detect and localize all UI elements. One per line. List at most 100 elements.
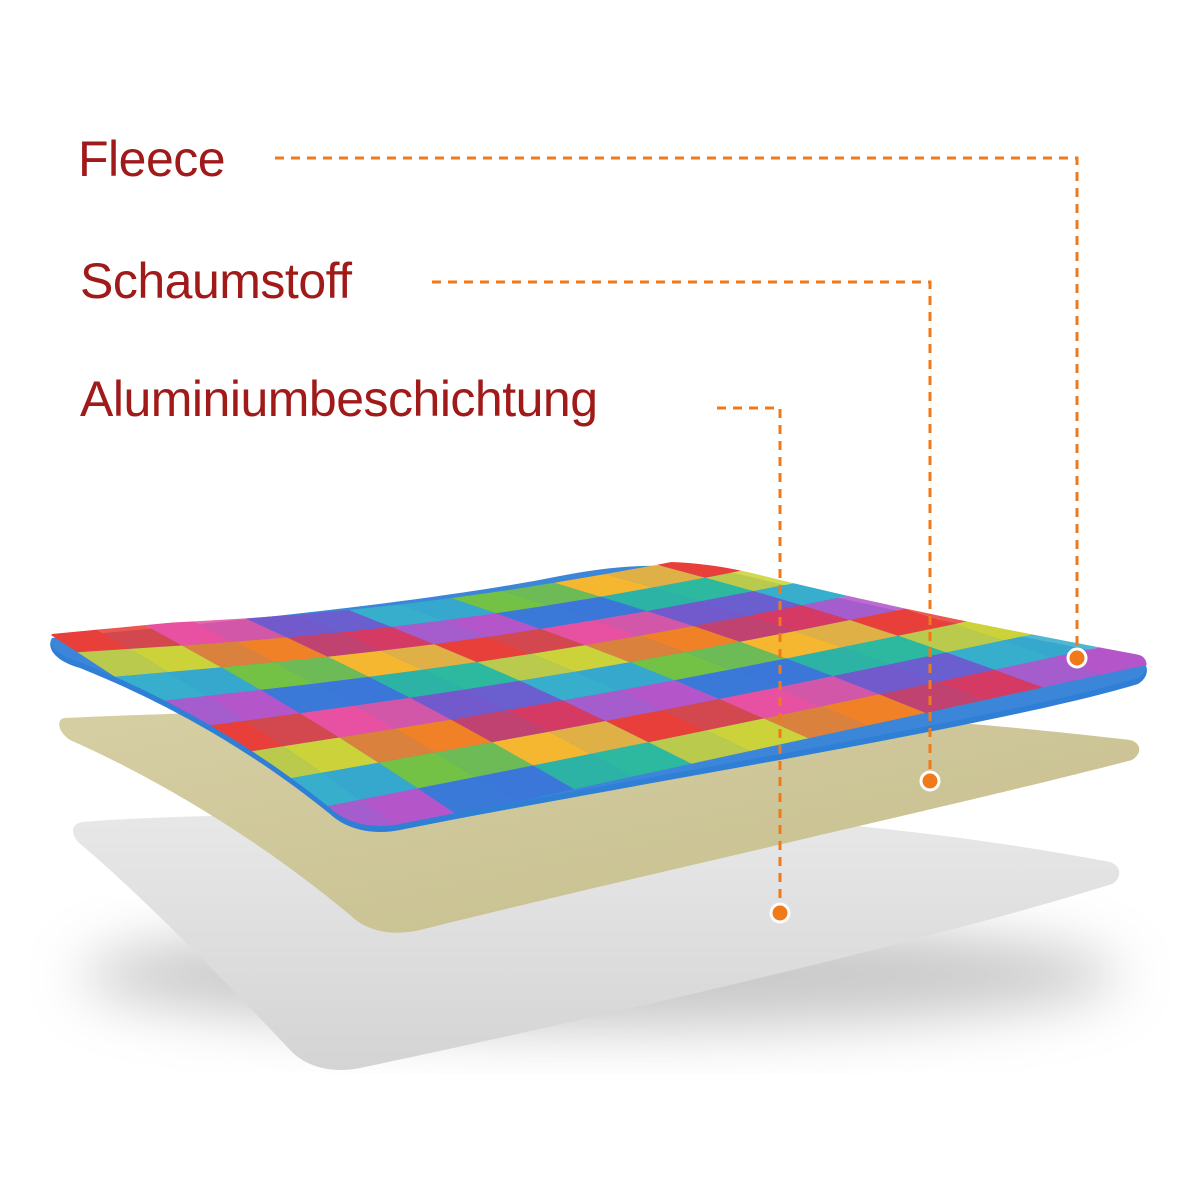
fleece-tile	[533, 753, 633, 790]
aluminium-label: Aluminiumbeschichtung	[80, 371, 598, 427]
fleece-tile	[647, 601, 748, 626]
fleece-tile	[540, 620, 640, 646]
fleece-tile	[693, 615, 795, 642]
fleece-tile	[417, 777, 516, 815]
fleece-tile	[142, 621, 235, 646]
fleece-tile	[520, 671, 619, 701]
fleece-tile	[786, 647, 890, 677]
leader-markers	[769, 647, 1088, 924]
fleece-tile	[757, 561, 860, 581]
fleece-tile	[339, 728, 436, 763]
fleece-tile	[730, 658, 833, 688]
fleece-tile	[283, 737, 379, 773]
fleece-tile	[850, 608, 955, 636]
fleece-tile	[548, 721, 649, 754]
fleece-tile	[245, 614, 340, 638]
fleece-tile	[889, 652, 995, 683]
fleece-tile	[575, 662, 675, 691]
fleece-tile	[605, 710, 707, 743]
fleece-tile	[801, 594, 905, 620]
fleece-tile	[685, 641, 787, 670]
fleece-tile	[477, 653, 575, 681]
fleece-tile	[321, 762, 418, 800]
fleece-tile	[548, 596, 648, 621]
fleece-tile	[492, 731, 591, 766]
fleece-tile	[339, 626, 435, 651]
fleece-tile	[443, 613, 541, 637]
fleece-tile	[832, 664, 937, 695]
fleece-label: Fleece	[78, 131, 226, 187]
fleece-tile	[593, 611, 694, 636]
fleece-tile	[314, 676, 410, 706]
fleece-tile	[763, 706, 868, 739]
fleece-marker	[1066, 647, 1088, 669]
fleece-tile	[260, 683, 355, 714]
fleece-tile	[234, 637, 328, 663]
fleece-tile	[531, 645, 630, 672]
fleece-tile	[795, 620, 899, 648]
fleece-tile	[400, 598, 497, 621]
fleece-tile	[937, 669, 1043, 701]
fleece-tile	[168, 667, 261, 696]
fleece-tile	[653, 577, 754, 602]
fleece-tile	[300, 705, 396, 738]
fleece-tile	[747, 605, 850, 632]
fleece-tile	[475, 765, 575, 802]
foam-label: Schaumstoff	[80, 253, 352, 309]
fleece-tile	[194, 618, 287, 642]
fleece-tile	[842, 635, 947, 665]
fleece-tile	[297, 610, 392, 633]
fleece-tile	[821, 694, 926, 726]
fleece-tile	[423, 662, 520, 690]
fleece-tile	[355, 697, 452, 729]
fleece-tile	[562, 690, 663, 721]
fleece-tile	[554, 574, 653, 597]
fleece-tile	[674, 669, 777, 699]
fleece-tile	[451, 710, 549, 743]
fleece-tile	[274, 656, 369, 684]
fleece-tile	[946, 640, 1053, 670]
fleece-tile	[648, 730, 750, 764]
fleece-tile	[129, 645, 222, 673]
fleece-tile	[708, 561, 810, 568]
fleece-tile	[465, 680, 563, 711]
fleece-tile	[618, 680, 720, 711]
fleece-tile	[378, 752, 476, 789]
aluminium-marker	[769, 902, 791, 924]
fleece-tile	[221, 662, 315, 690]
fleece-tile	[879, 682, 985, 713]
fleece-leader-line	[275, 156, 1079, 657]
fleece-tile	[115, 672, 207, 702]
fleece-tile	[605, 564, 706, 588]
fleece-tile	[662, 699, 764, 731]
fleece-tile	[994, 657, 1102, 688]
fleece-tile	[487, 628, 586, 654]
aluminium-leader-line	[717, 406, 782, 912]
fleece-tile	[898, 624, 1004, 653]
fleece-tile	[496, 605, 594, 629]
fleece-tile	[719, 687, 822, 719]
leader-lines	[275, 156, 1079, 912]
fleece-tile	[206, 689, 300, 721]
fleece-tile	[348, 604, 444, 627]
fleece-tile	[395, 719, 493, 753]
foam-marker	[919, 770, 941, 792]
fleece-tile	[435, 742, 534, 777]
fleece-tile	[600, 587, 701, 612]
fleece-tile	[327, 650, 423, 677]
foam-leader-line	[432, 280, 932, 780]
fleece-tile	[91, 624, 183, 649]
fleece-tile	[182, 641, 275, 668]
fleece-tile	[502, 582, 601, 606]
fleece-tile	[434, 636, 532, 663]
fleece-tile	[706, 718, 809, 751]
fleece-tile	[410, 689, 507, 720]
fleece-tile	[286, 632, 382, 657]
fleece-tile	[152, 696, 245, 728]
fleece-tile	[657, 561, 758, 578]
fleece-tile	[451, 590, 549, 614]
fleece-tile	[368, 669, 465, 698]
fleece-tile	[77, 648, 169, 677]
